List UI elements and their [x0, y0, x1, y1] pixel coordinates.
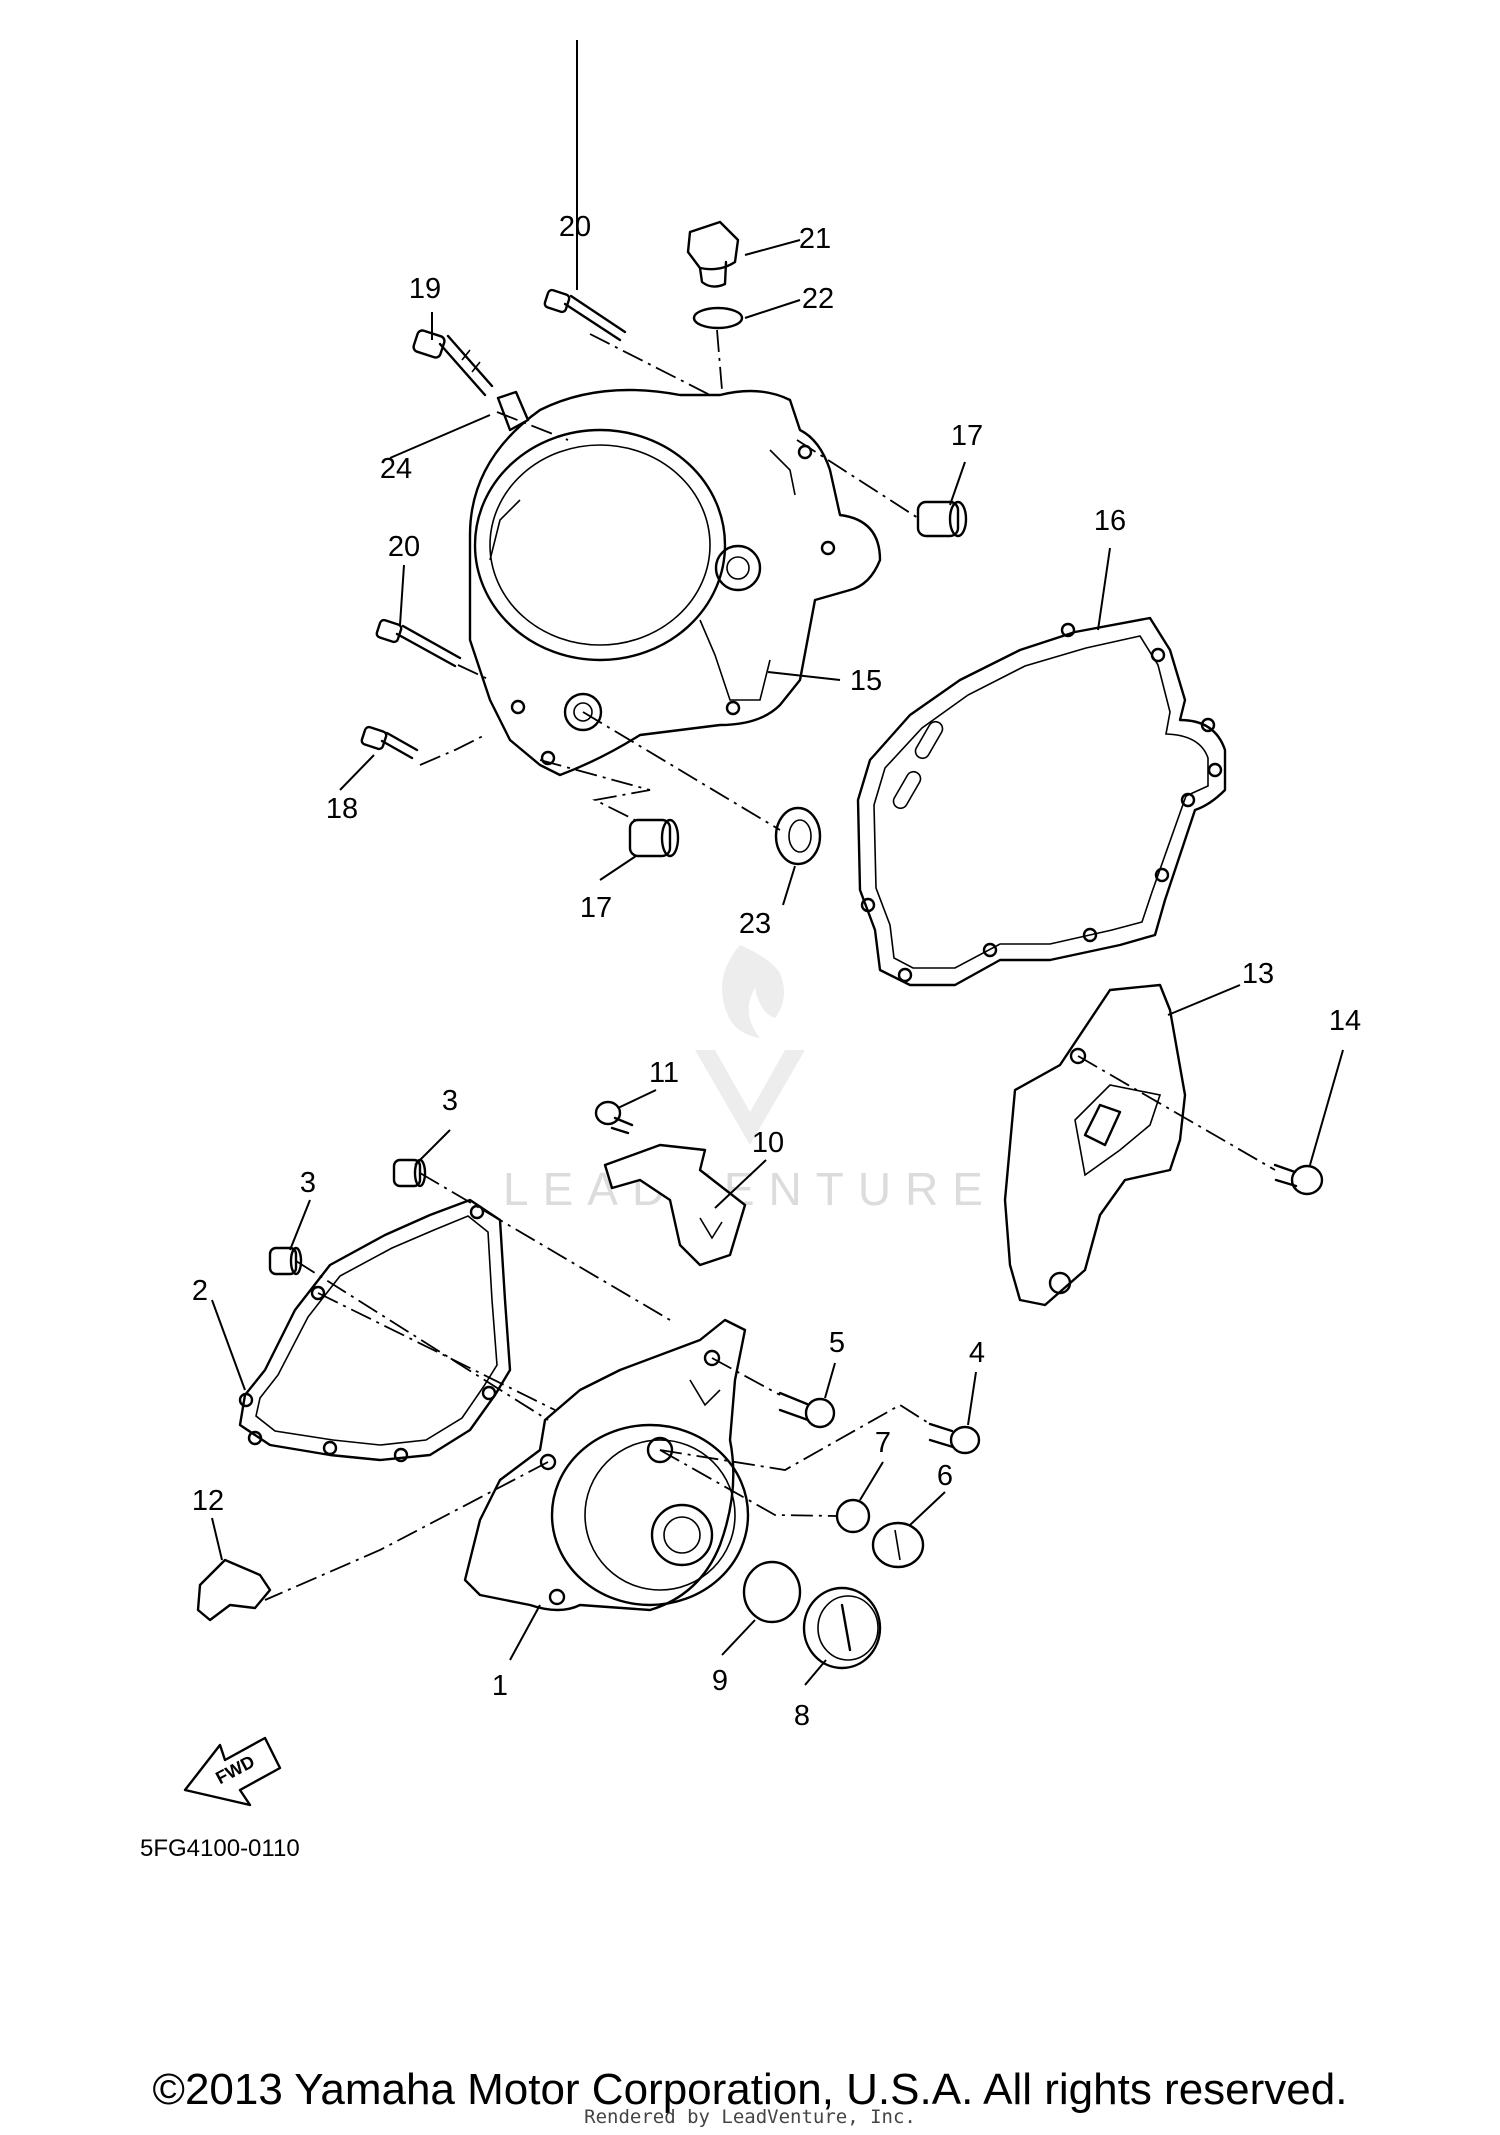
crankcase-cover-right: [468, 388, 882, 777]
plate-12: [196, 1558, 272, 1622]
callout-12: 12: [192, 1485, 224, 1517]
screw-14: [1273, 1163, 1324, 1196]
oil-seal-23: [774, 806, 822, 866]
callout-5: 5: [829, 1327, 845, 1359]
callout-8: 8: [794, 1700, 810, 1732]
assembly-lines: [264, 329, 1276, 1601]
crankcase-cover-left-1: [463, 1318, 750, 1612]
gasket-2: [238, 1198, 512, 1463]
screw-5: [778, 1391, 836, 1429]
bolt-20-top: [543, 288, 627, 342]
callout-3: 3: [300, 1167, 316, 1199]
plug-8: [802, 1586, 882, 1670]
callout-21: 21: [799, 223, 831, 255]
callout-20: 20: [559, 211, 591, 243]
rendered-by-notice: Rendered by LeadVenture, Inc.: [584, 2106, 916, 2128]
callout-9: 9: [712, 1665, 728, 1697]
callout-17: 17: [951, 420, 983, 452]
dowel-collar-17-bottom: [628, 818, 680, 858]
callout-1: 1: [492, 1670, 508, 1702]
callout-14: 14: [1329, 1005, 1361, 1037]
callout-16: 16: [1094, 505, 1126, 537]
callout-19: 19: [409, 273, 441, 305]
diagram-code: 5FG4100-0110: [140, 1835, 300, 1862]
oil-filler-cap-21: [686, 220, 740, 288]
callout-4: 4: [969, 1337, 985, 1369]
callout-11: 11: [649, 1057, 679, 1089]
bolt-20-mid: [375, 618, 462, 668]
callout-17: 17: [580, 892, 612, 924]
callout-10: 10: [752, 1127, 784, 1159]
gasket-16: [856, 616, 1227, 987]
callout-7: 7: [875, 1427, 891, 1459]
callout-20: 20: [388, 531, 420, 563]
callout-2: 2: [192, 1275, 208, 1307]
callout-13: 13: [1242, 958, 1274, 990]
watermark-text: LEADVENTURE: [503, 1163, 997, 1215]
o-ring-7: [835, 1498, 871, 1534]
callout-3: 3: [442, 1085, 458, 1117]
copyright-notice: ©2013 Yamaha Motor Corporation, U.S.A. A…: [152, 2065, 1348, 2114]
sprocket-cover-13: [1003, 983, 1187, 1307]
callout-24: 24: [380, 453, 412, 485]
dowel-collar-17-top: [916, 500, 968, 538]
screw-4: [928, 1422, 981, 1455]
clip-24: [496, 390, 530, 432]
callout-22: 22: [802, 283, 834, 315]
callout-23: 23: [739, 908, 771, 940]
callout-6: 6: [937, 1460, 953, 1492]
o-ring-22: [692, 306, 744, 330]
callout-18: 18: [326, 793, 358, 825]
bracket-10: [603, 1143, 747, 1267]
bolt-18: [360, 725, 419, 760]
bolt-11: [594, 1100, 634, 1135]
callout-15: 15: [850, 665, 882, 697]
o-ring-9: [742, 1560, 802, 1624]
callout-labels: 1 2 3 3 4 5 6 7 8 9 10 11 12 13 14 15 16…: [192, 211, 1361, 1732]
bolt-19: [412, 329, 494, 397]
plug-6: [871, 1521, 925, 1569]
leader-lines: [211, 40, 1344, 1686]
forward-direction-arrow: FWD: [183, 1736, 282, 1807]
